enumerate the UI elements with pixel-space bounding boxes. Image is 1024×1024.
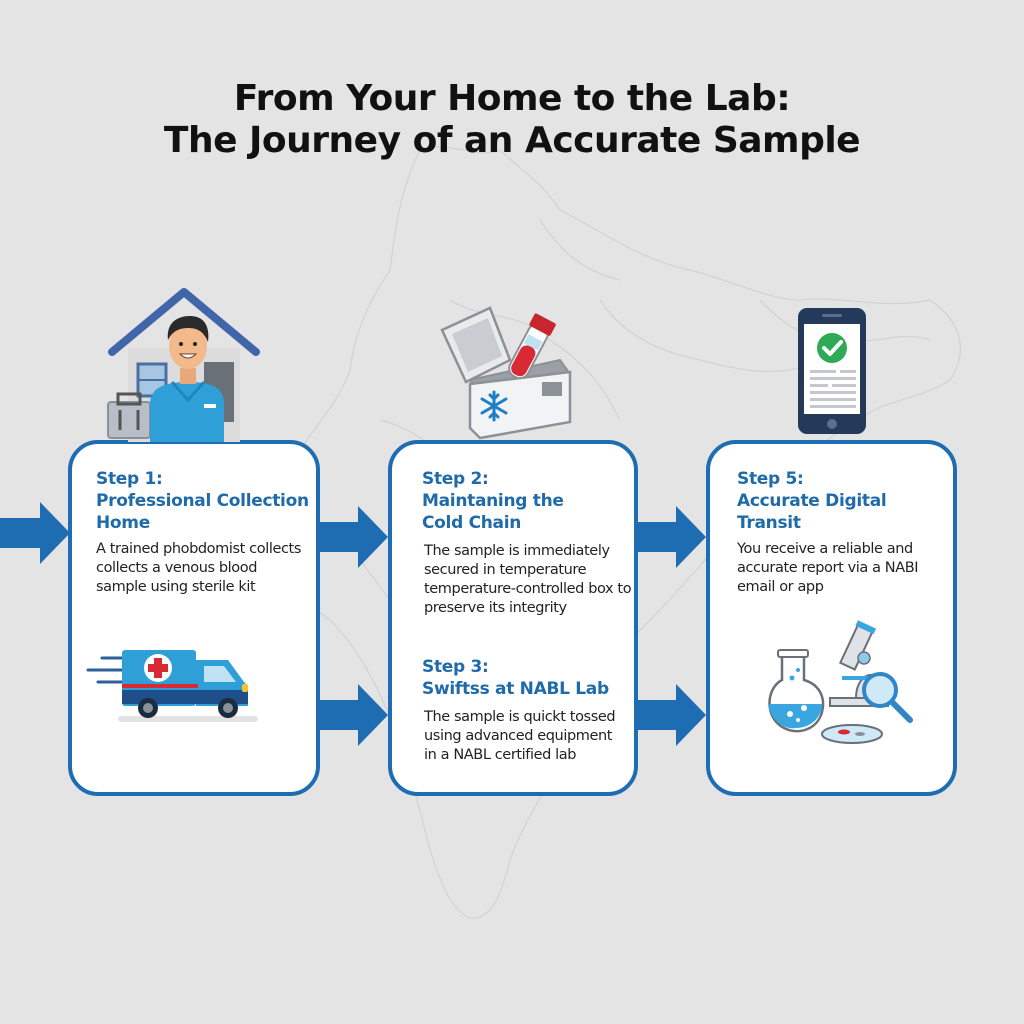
step-2-heading: Step 2: Maintaning the Cold Chain — [422, 468, 564, 534]
lab-equipment-icon — [768, 620, 913, 744]
step-title: Professional Collection — [96, 491, 309, 511]
cold-box-with-blood-tube-icon — [440, 306, 572, 440]
step-label: Step 5: — [737, 469, 804, 489]
description-line: temperature-controlled box to — [424, 581, 632, 597]
description-line: sample using sterile kit — [96, 579, 256, 595]
description-line: preserve its integrity — [424, 600, 567, 616]
step-title: Accurate Digital — [737, 491, 887, 511]
arrow-right-icon — [318, 506, 388, 568]
description-line: email or app — [737, 579, 824, 595]
description-line: The sample is quickt tossed — [424, 709, 616, 725]
step-title: Cold Chain — [422, 513, 522, 533]
step-3-heading: Step 3: Swiftss at NABL Lab — [422, 656, 609, 700]
description-line: You receive a reliable and — [737, 541, 913, 557]
smartphone-report-check-icon — [798, 308, 866, 434]
step-card-1: Step 1: Professional Collection Home A t… — [68, 440, 320, 796]
description-line: accurate report via a NABI — [737, 560, 919, 576]
step-5-description: You receive a reliable and accurate repo… — [737, 540, 919, 597]
title-line-2: The Journey of an Accurate Sample — [163, 120, 861, 161]
step-label: Step 3: — [422, 657, 489, 677]
description-line: in a NABL certified lab — [424, 747, 577, 763]
arrow-right-icon — [318, 684, 388, 746]
description-line: using advanced equipment — [424, 728, 613, 744]
description-line: collects a venous blood — [96, 560, 258, 576]
step-title: Transit — [737, 513, 801, 533]
phlebotomist-at-home-icon — [107, 288, 260, 442]
step-label: Step 2: — [422, 469, 489, 489]
description-line: A trained phobdomist collects — [96, 541, 301, 557]
step-3-description: The sample is quickt tossed using advanc… — [424, 708, 616, 765]
step-title: Maintaning the — [422, 491, 564, 511]
page-title: From Your Home to the Lab: The Journey o… — [0, 78, 1024, 162]
ambulance-van-icon — [86, 650, 258, 722]
step-1-heading: Step 1: Professional Collection Home — [96, 468, 309, 534]
arrow-right-icon — [636, 684, 706, 746]
step-card-2: Step 2: Maintaning the Cold Chain The sa… — [388, 440, 638, 796]
step-2-description: The sample is immediately secured in tem… — [424, 542, 632, 618]
arrow-right-icon — [636, 506, 706, 568]
step-label: Step 1: — [96, 469, 163, 489]
step-title: Home — [96, 513, 150, 533]
step-1-description: A trained phobdomist collects collects a… — [96, 540, 301, 597]
description-line: secured in temperature — [424, 562, 587, 578]
step-5-heading: Step 5: Accurate Digital Transit — [737, 468, 887, 534]
step-title: Swiftss at NABL Lab — [422, 679, 609, 699]
description-line: The sample is immediately — [424, 543, 610, 559]
title-line-1: From Your Home to the Lab: — [233, 78, 791, 119]
arrow-entry-icon — [0, 502, 70, 564]
